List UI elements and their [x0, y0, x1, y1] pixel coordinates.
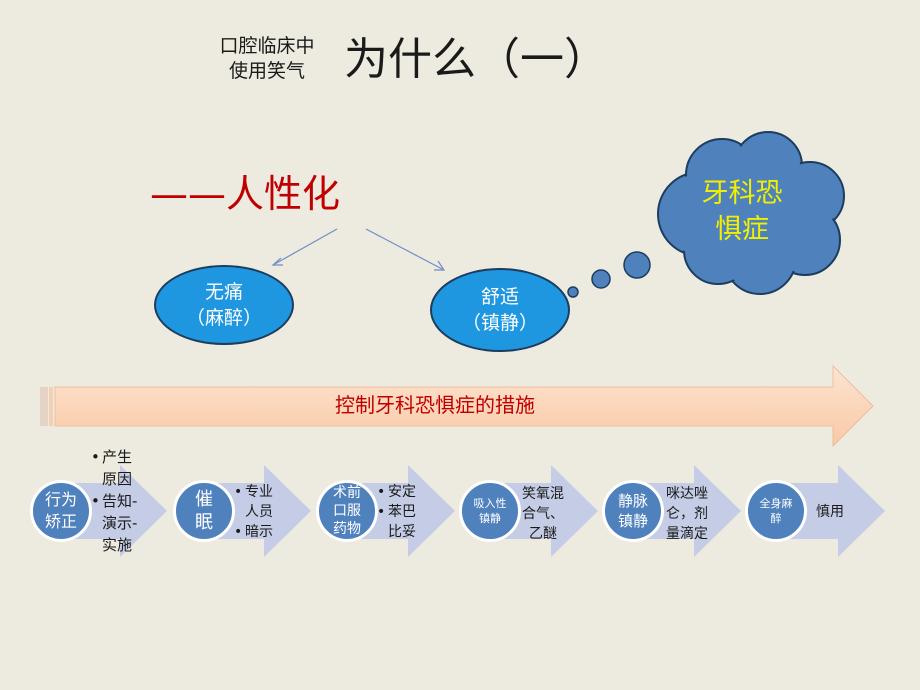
step-circle-line: 眠 [195, 512, 213, 533]
step-text-inhalation: 笑氧混合气、乙醚 [522, 486, 564, 542]
step-item: 安定 [377, 482, 423, 502]
step-circle-line: 镇静 [617, 512, 648, 530]
step-circle-line: 吸入性 [473, 497, 507, 510]
arrow-to-comfort [365, 228, 445, 271]
comfort-oval: 舒适 （镇静） [430, 268, 570, 352]
slide-title: 为什么（一） [344, 34, 608, 85]
step-circle-behavior: 行为 矫正 [30, 480, 92, 542]
step-circle-line: 镇静 [479, 512, 501, 525]
step-circle-line: 行为 [44, 490, 77, 509]
step-circle-inhalation: 吸入性 镇静 [459, 480, 521, 542]
arrow-to-painless [272, 228, 338, 266]
step-circle-line: 静脉 [617, 492, 648, 510]
measures-band-arrow [40, 365, 874, 447]
painless-sublabel: （麻醉） [185, 307, 262, 329]
painless-label: 无痛 [204, 281, 243, 303]
cloud-line-2: 惧症 [715, 214, 769, 245]
slide-subtitle: 口腔临床中 使用笑气 [200, 34, 334, 84]
step-item: 告知-演示-实施 [91, 490, 143, 556]
step-chevrons [60, 465, 885, 557]
step-circle-line: 术前 [333, 485, 361, 501]
thought-bubble-small [567, 286, 579, 298]
comfort-label: 舒适 [480, 286, 519, 308]
step-circle-line: 药物 [333, 521, 361, 537]
step-text-behavior: 产生原因 告知-演示-实施 [91, 446, 143, 556]
step-text-hypnosis: 专业人员 暗示 [234, 482, 280, 542]
step-item: 暗示 [234, 522, 280, 542]
measures-band-label: 控制牙科恐惧症的措施 [335, 393, 535, 417]
step-item: 苯巴比妥 [377, 502, 423, 542]
thought-bubble-medium [591, 269, 611, 289]
painless-oval: 无痛 （麻醉） [154, 265, 294, 345]
step-item: 专业人员 [234, 482, 280, 522]
step-text-oral-drugs: 安定 苯巴比妥 [377, 482, 423, 542]
step-circle-line: 催 [195, 489, 213, 510]
step-circle-line: 口服 [333, 503, 361, 519]
step-circle-line: 全身麻 [759, 497, 793, 510]
step-circle-iv: 静脉 镇静 [602, 480, 664, 542]
step-text-general-anesthesia: 慎用 [816, 504, 844, 520]
cloud-line-1: 牙科恐 [701, 178, 783, 209]
step-circle-line: 醉 [770, 512, 782, 525]
humanize-heading: ——人性化 [150, 172, 341, 216]
step-circle-oral-drugs: 术前 口服 药物 [316, 480, 378, 542]
step-circle-hypnosis: 催 眠 [173, 480, 235, 542]
subtitle-line-2: 使用笑气 [228, 60, 305, 82]
step-circle-general-anesthesia: 全身麻 醉 [745, 480, 807, 542]
dental-phobia-label: 牙科恐 惧症 [672, 176, 812, 248]
subtitle-line-1: 口腔临床中 [219, 35, 315, 57]
comfort-sublabel: （镇静） [461, 312, 538, 334]
step-text-iv: 咪达唑仑，剂量滴定 [666, 486, 708, 542]
step-circle-line: 矫正 [44, 512, 77, 531]
thought-bubble-large [623, 251, 651, 279]
step-item: 产生原因 [91, 446, 143, 490]
